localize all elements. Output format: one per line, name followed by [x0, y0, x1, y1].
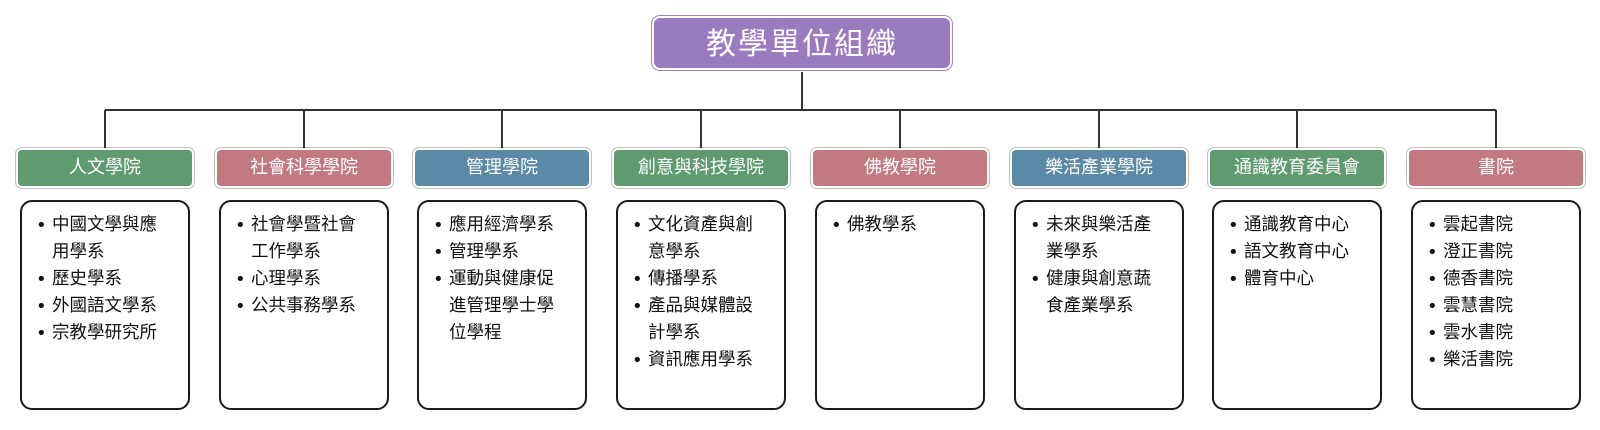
- department-item: 心理學系: [233, 266, 373, 293]
- unit-header: 社會科學學院: [215, 148, 393, 188]
- department-list-box: 中國文學與應用學系歷史學系外國語文學系宗教學研究所: [20, 200, 190, 410]
- unit-column: 人文學院中國文學與應用學系歷史學系外國語文學系宗教學研究所: [16, 148, 194, 410]
- department-item: 運動與健康促進管理學士學位學程: [431, 266, 571, 347]
- department-item: 中國文學與應用學系: [34, 212, 174, 266]
- department-list-box: 社會學暨社會工作學系心理學系公共事務學系: [219, 200, 389, 410]
- department-list-box: 佛教學系: [815, 200, 985, 410]
- department-item: 佛教學系: [829, 212, 969, 239]
- department-list: 通識教育中心語文教育中心體育中心: [1226, 212, 1366, 293]
- department-list: 應用經濟學系管理學系運動與健康促進管理學士學位學程: [431, 212, 571, 347]
- department-item: 歷史學系: [34, 266, 174, 293]
- unit-column: 社會科學學院社會學暨社會工作學系心理學系公共事務學系: [215, 148, 393, 410]
- department-list-box: 雲起書院澄正書院德香書院雲慧書院雲水書院樂活書院: [1411, 200, 1581, 410]
- department-list: 社會學暨社會工作學系心理學系公共事務學系: [233, 212, 373, 320]
- unit-header: 佛教學院: [811, 148, 989, 188]
- unit-column: 書院雲起書院澄正書院德香書院雲慧書院雲水書院樂活書院: [1407, 148, 1585, 410]
- department-item: 社會學暨社會工作學系: [233, 212, 373, 266]
- department-item: 宗教學研究所: [34, 320, 174, 347]
- department-item: 雲水書院: [1425, 320, 1565, 347]
- department-list: 中國文學與應用學系歷史學系外國語文學系宗教學研究所: [34, 212, 174, 347]
- department-item: 外國語文學系: [34, 293, 174, 320]
- department-list-box: 文化資產與創意學系傳播學系產品與媒體設計學系資訊應用學系: [616, 200, 786, 410]
- department-item: 文化資產與創意學系: [630, 212, 770, 266]
- unit-header: 創意與科技學院: [612, 148, 790, 188]
- department-item: 應用經濟學系: [431, 212, 571, 239]
- unit-column: 佛教學院佛教學系: [811, 148, 989, 410]
- unit-header: 通識教育委員會: [1208, 148, 1386, 188]
- department-list: 佛教學系: [829, 212, 969, 239]
- department-item: 產品與媒體設計學系: [630, 293, 770, 347]
- department-item: 傳播學系: [630, 266, 770, 293]
- unit-column: 創意與科技學院文化資產與創意學系傳播學系產品與媒體設計學系資訊應用學系: [612, 148, 790, 410]
- unit-column: 樂活產業學院未來與樂活產業學系健康與創意蔬食產業學系: [1010, 148, 1188, 410]
- unit-column: 通識教育委員會通識教育中心語文教育中心體育中心: [1208, 148, 1386, 410]
- department-list-box: 未來與樂活產業學系健康與創意蔬食產業學系: [1014, 200, 1184, 410]
- department-list: 未來與樂活產業學系健康與創意蔬食產業學系: [1028, 212, 1168, 320]
- department-list: 雲起書院澄正書院德香書院雲慧書院雲水書院樂活書院: [1425, 212, 1565, 374]
- department-list: 文化資產與創意學系傳播學系產品與媒體設計學系資訊應用學系: [630, 212, 770, 374]
- department-item: 通識教育中心: [1226, 212, 1366, 239]
- department-list-box: 通識教育中心語文教育中心體育中心: [1212, 200, 1382, 410]
- department-item: 雲慧書院: [1425, 293, 1565, 320]
- unit-header: 管理學院: [413, 148, 591, 188]
- department-item: 公共事務學系: [233, 293, 373, 320]
- root-title: 教學單位組織: [706, 27, 898, 62]
- department-item: 未來與樂活產業學系: [1028, 212, 1168, 266]
- department-item: 資訊應用學系: [630, 347, 770, 374]
- unit-header: 書院: [1407, 148, 1585, 188]
- department-item: 澄正書院: [1425, 239, 1565, 266]
- department-item: 健康與創意蔬食產業學系: [1028, 266, 1168, 320]
- root-node: 教學單位組織: [651, 15, 953, 71]
- department-item: 管理學系: [431, 239, 571, 266]
- unit-header: 人文學院: [16, 148, 194, 188]
- department-item: 德香書院: [1425, 266, 1565, 293]
- department-item: 體育中心: [1226, 266, 1366, 293]
- unit-header: 樂活產業學院: [1010, 148, 1188, 188]
- department-item: 雲起書院: [1425, 212, 1565, 239]
- unit-column: 管理學院應用經濟學系管理學系運動與健康促進管理學士學位學程: [413, 148, 591, 410]
- department-item: 語文教育中心: [1226, 239, 1366, 266]
- department-list-box: 應用經濟學系管理學系運動與健康促進管理學士學位學程: [417, 200, 587, 410]
- department-item: 樂活書院: [1425, 347, 1565, 374]
